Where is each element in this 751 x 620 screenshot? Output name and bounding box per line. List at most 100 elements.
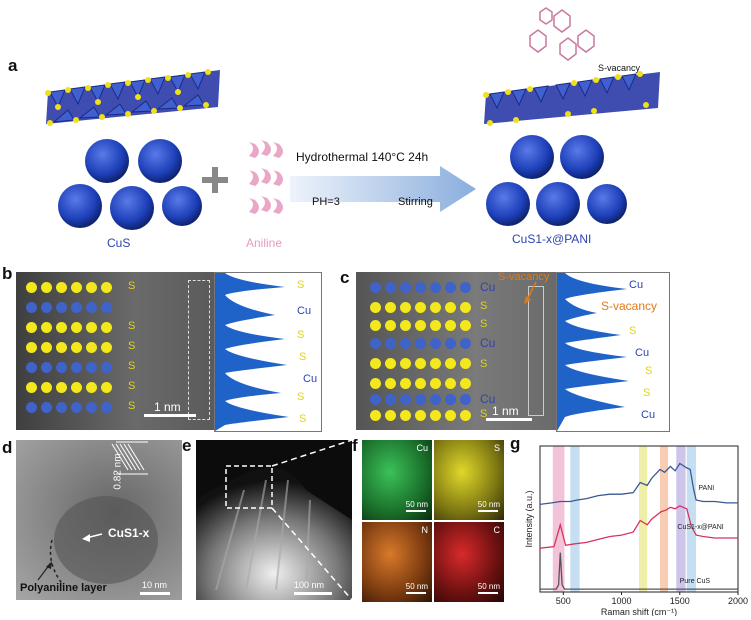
profile-region [188, 280, 210, 420]
panel-e-label: e [182, 436, 192, 455]
x-tick-label: 1000 [612, 596, 632, 606]
intensity-profile-c: Cu S-vacancy S Cu S S Cu [556, 272, 670, 432]
profile-curve-c [557, 273, 629, 431]
raman-band [570, 446, 580, 592]
profile-label: S [645, 365, 653, 377]
map-scale-label: 50 nm [405, 582, 428, 591]
x-tick-label: 1500 [670, 596, 690, 606]
reaction-arrow [290, 166, 476, 212]
eds-map-n: N 50 nm [362, 522, 432, 602]
intensity-profile-b: S Cu S S Cu S S [214, 272, 322, 432]
row-label: S [128, 280, 136, 292]
map-scale-label: 50 nm [405, 500, 428, 509]
core-label: CuS1-x [108, 526, 150, 540]
profile-label: Cu [303, 373, 318, 385]
condition-temperature: Hydrothermal 140°C 24h [296, 150, 429, 164]
scale-bar-d [140, 592, 170, 595]
scale-label-d: 10 nm [142, 580, 168, 590]
row-label: S [480, 358, 488, 370]
profile-label: S [297, 329, 305, 341]
series-line [540, 552, 738, 590]
x-tick-label: 2000 [728, 596, 748, 606]
scale-label-e: 100 nm [294, 580, 325, 590]
row-label: Cu [480, 336, 496, 350]
panel-g-label: g [510, 434, 521, 453]
profile-label: S-vacancy [601, 299, 658, 313]
s-vacancy-label-a: S-vacancy [598, 63, 641, 73]
tem-overlay-d [37, 441, 158, 587]
cus1x-crystal-structure [483, 71, 660, 126]
row-label: S [480, 318, 488, 330]
nanostructure-e [196, 440, 352, 600]
profile-label: Cu [297, 305, 312, 317]
series-line [539, 505, 738, 549]
scale-label-c: 1 nm [492, 404, 519, 418]
profile-curve-b [215, 273, 289, 431]
row-label: Cu [480, 280, 496, 294]
map-scale-label: 50 nm [477, 582, 500, 591]
profile-label: S [629, 325, 637, 337]
raman-chart: PANI CuS1-x@PANI Pure CuS 500 1000 1500 2000Ra… [524, 445, 748, 616]
raman-band [686, 446, 697, 592]
series-line [539, 462, 738, 506]
profile-label: Cu [641, 409, 656, 421]
x-tick-label: 500 [556, 596, 571, 606]
plot-frame [539, 445, 739, 593]
row-label: S [128, 400, 136, 412]
profile-region [528, 286, 544, 416]
s-vacancy-label-c: S-vacancy [498, 272, 550, 283]
map-scale-bar [478, 510, 498, 512]
raman-band [676, 446, 686, 592]
series-label: Pure CuS [680, 578, 711, 585]
map-element-label: C [493, 525, 501, 535]
haadf-image-c: Cu S S Cu S Cu S S-vacancy 1 nm [356, 272, 556, 430]
cus-nanospheres [58, 139, 202, 230]
eds-map-c: C 50 nm [434, 522, 504, 602]
row-label: S [480, 408, 488, 420]
panel-a-label: a [8, 56, 18, 75]
eds-map-cu: Cu 50 nm [362, 440, 432, 520]
series-label: PANI [698, 485, 714, 492]
profile-label: Cu [635, 347, 650, 359]
raman-band [552, 446, 565, 592]
panel-c-label: c [340, 268, 350, 287]
row-label: S [128, 380, 136, 392]
profile-label: S [643, 387, 651, 399]
panel-f-label: f [352, 436, 358, 455]
map-scale-bar [406, 592, 426, 594]
row-label: Cu [480, 392, 496, 406]
profile-label: S [297, 279, 305, 291]
map-element-label: S [493, 443, 500, 453]
raman-band [659, 446, 669, 592]
profile-label: Cu [629, 279, 644, 291]
s-vacancy-arrow [524, 281, 537, 304]
x-axis-label: Raman shift (cm⁻¹) [601, 607, 677, 616]
row-label: S [128, 340, 136, 352]
row-label: S [128, 360, 136, 372]
lattice-spacing: 0.82 nm [112, 453, 124, 490]
scale-bar-c [486, 418, 532, 421]
cus1x-pani-nanospheres [486, 135, 627, 226]
aniline-label: Aniline [246, 236, 283, 250]
pani-molecules [529, 7, 595, 61]
condition-stirring: Stirring [398, 196, 433, 208]
shell-label: Polyaniline layer [20, 582, 107, 594]
haadf-image-b: S S S S S S 1 nm [16, 272, 216, 430]
map-element-label: Cu [416, 443, 428, 453]
series-label: CuS1-x@PANI [677, 524, 723, 531]
row-label: S [480, 300, 488, 312]
cus-label: CuS [107, 236, 131, 250]
scale-label-b: 1 nm [154, 400, 181, 414]
panel-d-label: d [2, 438, 13, 457]
eds-map-s: S 50 nm [434, 440, 504, 520]
scale-bar-b [144, 414, 196, 417]
cus-crystal-structure [45, 69, 220, 126]
profile-label: S [297, 391, 305, 403]
condition-ph: PH=3 [312, 196, 340, 208]
map-scale-label: 50 nm [477, 500, 500, 509]
panel-b-label: b [2, 264, 13, 283]
map-scale-bar [478, 592, 498, 594]
profile-label: S [299, 413, 307, 425]
product-label: CuS1-x@PANI [512, 232, 592, 246]
y-axis-label: Intensity (a.u.) [524, 490, 534, 547]
